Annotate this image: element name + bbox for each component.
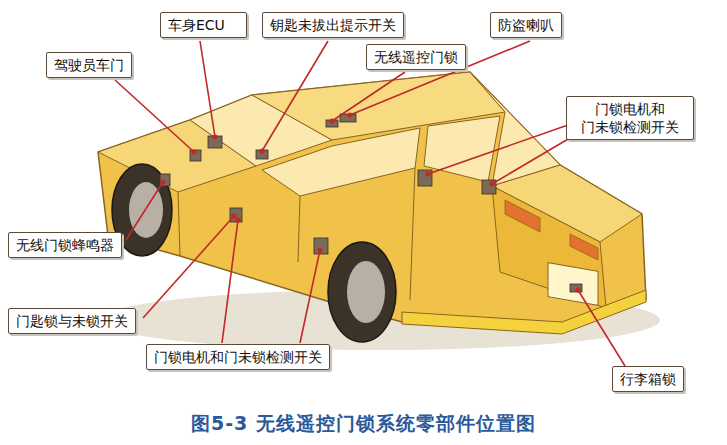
leader-line [578, 290, 625, 366]
trunk-lock-part [570, 284, 582, 292]
ecu-part [208, 136, 222, 148]
callout-label: 钥匙未拔出提示开关 [262, 12, 404, 38]
leader-line [126, 182, 163, 240]
key-switch-part [256, 150, 268, 159]
callout-label: 车身ECU [160, 12, 247, 38]
label-text: 驾驶员车门 [54, 56, 124, 74]
car-side-window [262, 128, 420, 196]
leader-line [350, 41, 530, 115]
callout-label: 无线遥控门锁 [366, 44, 466, 70]
label-text: 门匙锁与未锁开关 [16, 312, 128, 330]
label-text: 行李箱锁 [620, 370, 676, 388]
wheel-hub [347, 261, 385, 323]
callout-label: 门匙锁与未锁开关 [8, 308, 136, 334]
key-lock-part [230, 208, 242, 222]
license-plate [548, 263, 598, 306]
leader-line [332, 72, 405, 121]
label-text: 门锁电机和 门未锁检测开关 [574, 100, 686, 136]
callout-label: 门锁电机和 门未锁检测开关 [566, 96, 694, 140]
leader-line [143, 216, 234, 318]
callout-label: 无线门锁蜂鸣器 [8, 232, 122, 258]
car-body [98, 72, 646, 332]
label-text: 无线遥控门锁 [374, 48, 458, 66]
callout-label: 防盗喇叭 [490, 12, 562, 38]
rear-bumper [402, 290, 646, 334]
leader-line [200, 41, 215, 137]
leader-line [428, 125, 568, 174]
leader-line [262, 41, 328, 151]
receiver-part [326, 120, 338, 127]
lock-motor-part [314, 238, 328, 254]
door-part [190, 150, 201, 161]
figure-caption: 图5-3 无线遥控门锁系统零部件位置图 [0, 411, 727, 437]
callout-label: 行李箱锁 [612, 366, 684, 392]
leader-line [115, 80, 194, 152]
label-text: 防盗喇叭 [498, 16, 554, 34]
tail-light [505, 200, 598, 260]
label-text: 无线门锁蜂鸣器 [16, 236, 114, 254]
lock-motor-part [418, 170, 432, 186]
leader-line [300, 250, 320, 343]
callout-label: 驾驶员车门 [46, 52, 132, 78]
rear-wheel [328, 242, 396, 342]
label-text: 车身ECU [168, 16, 239, 34]
car-rear-face [492, 186, 606, 308]
callout-label: 门锁电机和门未锁检测开关 [146, 344, 330, 370]
label-text: 钥匙未拔出提示开关 [270, 16, 396, 34]
leader-line [222, 220, 238, 343]
horn-part [340, 114, 356, 122]
label-text: 门锁电机和门未锁检测开关 [154, 348, 322, 366]
